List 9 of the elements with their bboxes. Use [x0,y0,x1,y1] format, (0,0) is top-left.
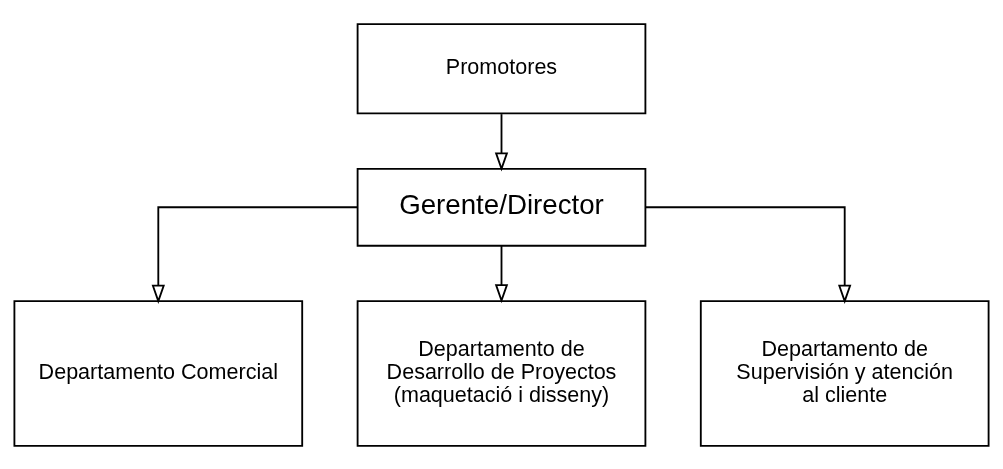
node-box: Gerente/Director [356,167,647,247]
node-box: Departamento Comercial [13,299,304,447]
node-box: Departamento de Desarrollo de Proyectos (maquetació i disseny) [356,299,647,447]
node-box: Departamento de Supervisión y atención al cliente [699,299,990,447]
node-box: Promotores [356,22,647,114]
arrow [151,205,359,304]
arrow [494,112,509,172]
arrow [494,244,509,303]
arrow [644,205,852,304]
